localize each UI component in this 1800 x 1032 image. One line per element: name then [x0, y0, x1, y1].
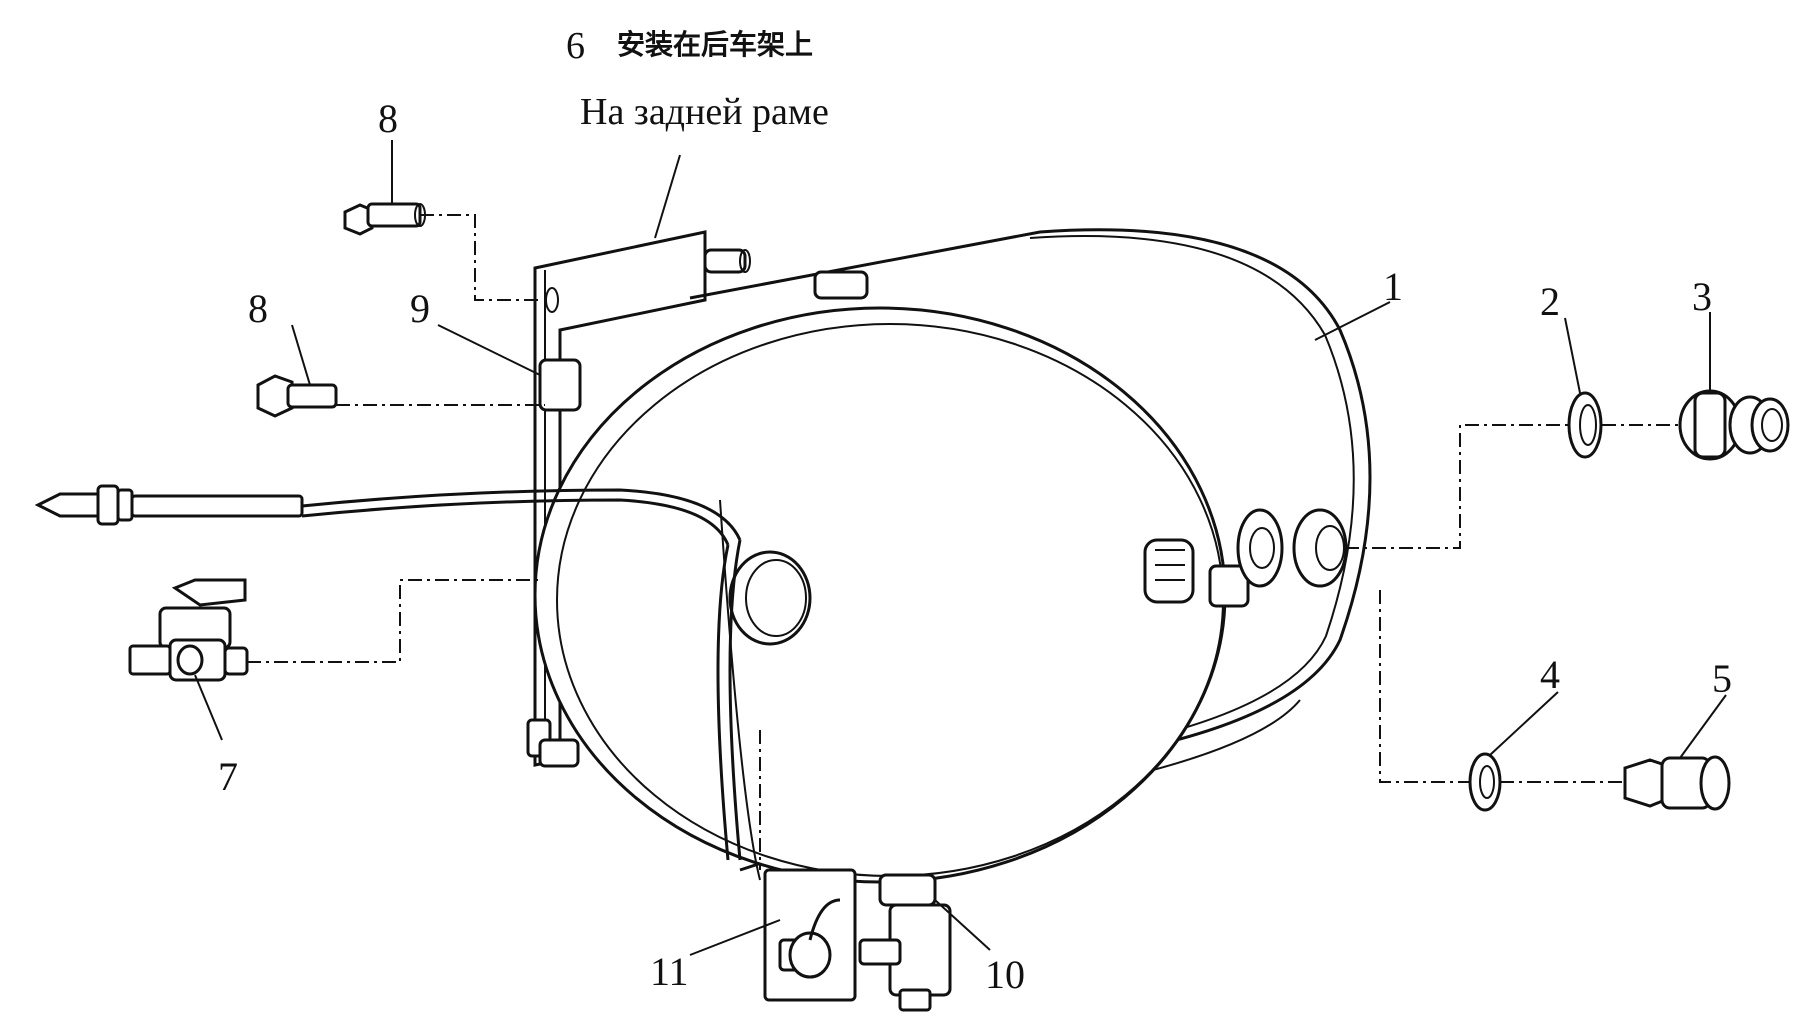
bolt-8-top	[343, 202, 426, 236]
assembly-lines	[247, 214, 1680, 870]
drain-valve	[128, 578, 249, 682]
callout-5: 5	[1712, 656, 1732, 701]
callout-10: 10	[985, 952, 1025, 997]
leader-lines	[194, 140, 1727, 956]
bolt-8-middle	[256, 374, 338, 418]
title-russian: На задней раме	[580, 91, 829, 133]
callout-2: 2	[1540, 279, 1560, 324]
pipe-line	[34, 484, 761, 881]
callout-8-top: 8	[378, 96, 398, 141]
title-number: 6	[566, 25, 585, 67]
washer-4	[1468, 752, 1502, 812]
fitting-3	[1678, 389, 1790, 461]
air-tank	[533, 228, 1372, 884]
callout-1: 1	[1383, 264, 1403, 309]
callout-labels: 1 2 3 4 5 7 8 8 9 10 11	[218, 96, 1732, 997]
mounting-bracket	[526, 230, 751, 768]
callout-8-middle: 8	[248, 286, 268, 331]
callout-3: 3	[1692, 274, 1712, 319]
callout-11: 11	[650, 949, 689, 994]
fitting-5	[1623, 755, 1731, 811]
callout-4: 4	[1540, 652, 1560, 697]
bottom-fittings	[763, 868, 952, 1012]
callout-7: 7	[218, 754, 238, 799]
callout-9: 9	[410, 286, 430, 331]
title-chinese: 安装在后车架上	[617, 28, 813, 61]
washer-2	[1567, 391, 1603, 459]
